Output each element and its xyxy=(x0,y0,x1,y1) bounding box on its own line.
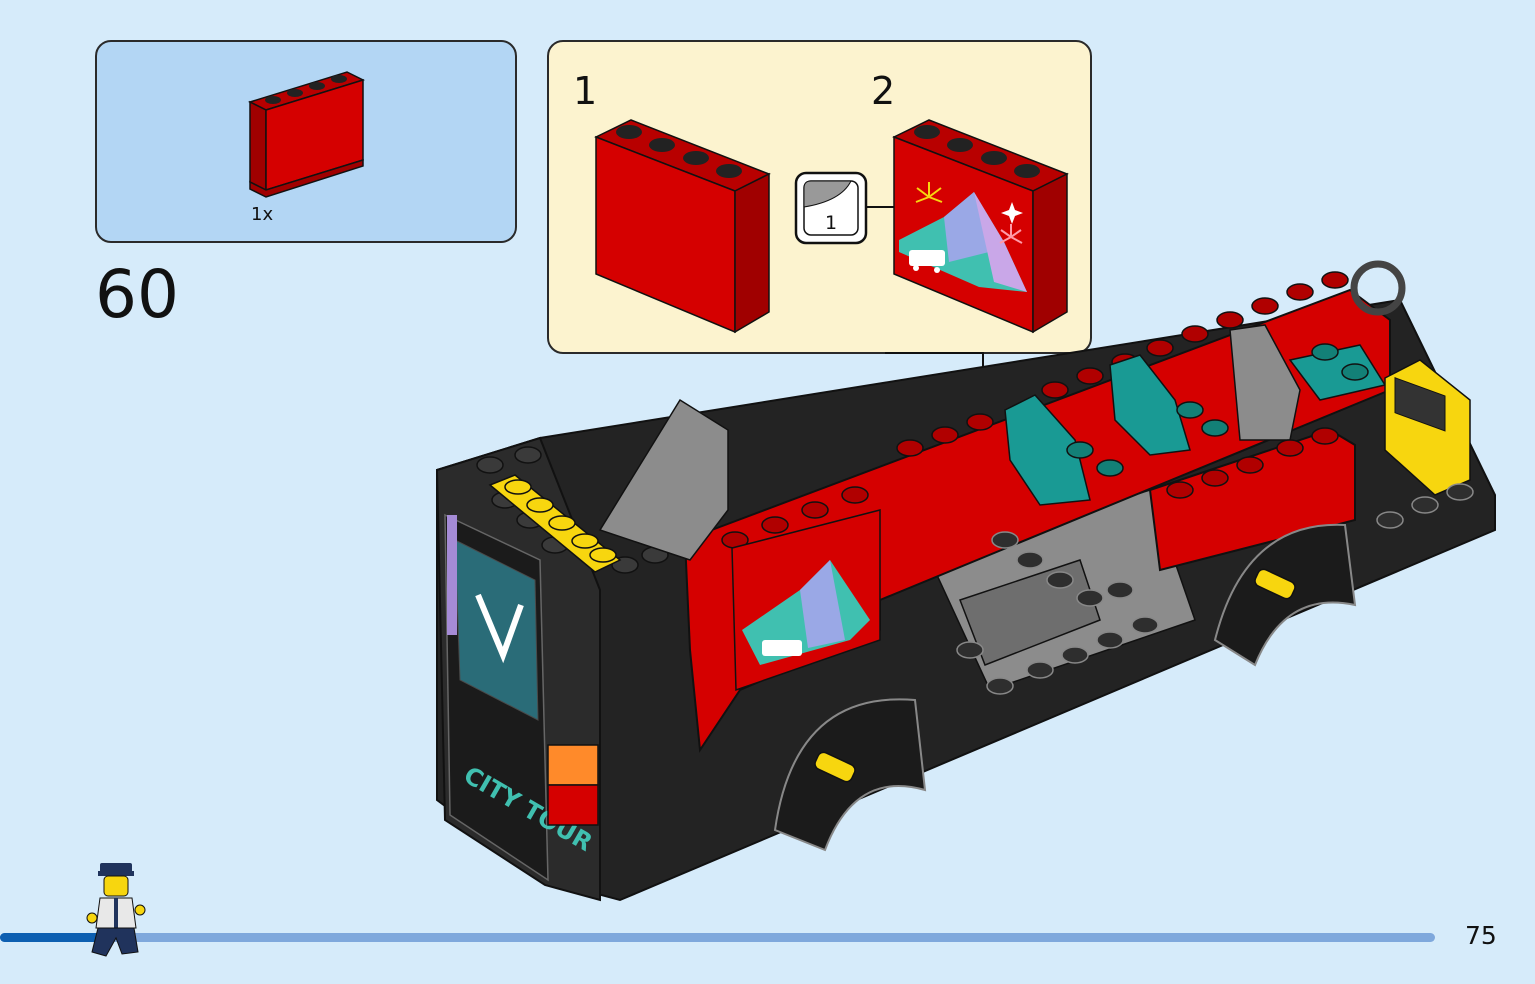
substep-box: 1 2 xyxy=(547,40,1092,354)
sticker-callout xyxy=(794,171,900,245)
parts-list-box: 1x xyxy=(95,40,517,243)
chassis xyxy=(436,298,1496,902)
red-wall-panel-icon xyxy=(247,71,366,198)
substep-1-label: 1 xyxy=(573,69,598,113)
decorated-red-panel xyxy=(892,119,1069,334)
placement-arrow xyxy=(882,352,984,582)
placed-decorated-panel xyxy=(731,509,881,692)
sticker-number: 1 xyxy=(825,212,838,234)
substep-2-label: 2 xyxy=(871,69,896,113)
plain-red-panel xyxy=(594,119,771,334)
floor-plate xyxy=(928,489,1196,691)
steering-wheel xyxy=(1350,260,1406,316)
minifigure-progress-marker xyxy=(86,863,146,957)
front-red-blocks xyxy=(1148,428,1356,572)
bus-rear xyxy=(435,436,601,902)
driver-console xyxy=(1384,359,1471,496)
red-side-wall xyxy=(683,288,1391,753)
step-number: 60 xyxy=(95,256,179,333)
page-number: 75 xyxy=(1465,921,1497,950)
part-quantity: 1x xyxy=(251,204,274,225)
substep-illustrations xyxy=(594,119,1069,334)
front-wheel-arch xyxy=(1213,523,1357,667)
rear-seat xyxy=(598,398,729,561)
teal-seats xyxy=(1004,344,1387,506)
rear-wheel-arch xyxy=(773,698,927,852)
svg-text:CITY TOUR: CITY TOUR xyxy=(459,761,597,857)
